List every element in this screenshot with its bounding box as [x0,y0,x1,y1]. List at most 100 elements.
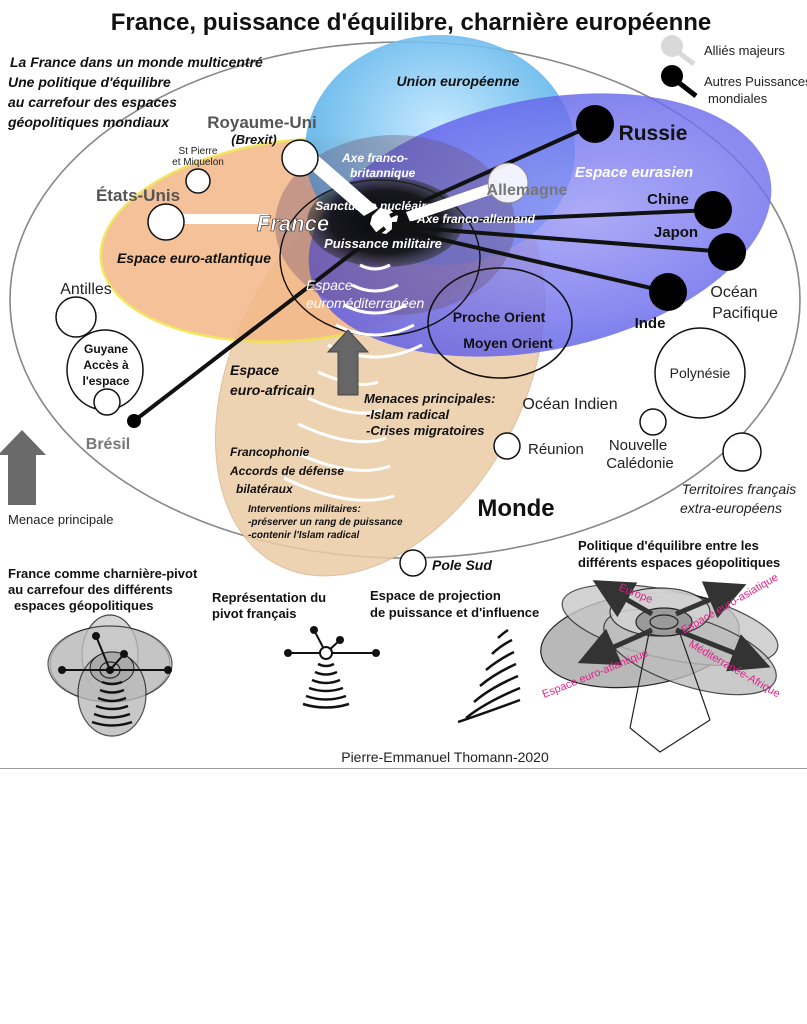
label-japan: Japon [654,224,698,241]
label-nuclear: Sanctuaire nucléaire [315,199,433,213]
intro-3: au carrefour des espaces [8,94,177,110]
label-monde: Monde [477,495,554,522]
label-axe-fb-1: Axe franco- [341,151,408,165]
china-dot [694,191,732,229]
legend-others-1: Autres Puissances [704,74,807,89]
label-guyane-2: Accès à [83,358,129,372]
bottom-proj-2: de puissance et d'influence [370,605,539,620]
reunion-circle [493,432,521,460]
bottom-pivot-3: espaces géopolitiques [14,598,153,613]
intro-2: Une politique d'équilibre [8,74,171,90]
label-guyane-3: l'espace [83,374,130,388]
label-polynesie: Polynésie [670,365,731,381]
intro-1: La France dans un monde multicentré [10,54,263,70]
uk-circle [281,139,319,177]
label-brexit: (Brexit) [231,132,277,147]
tie-usa [168,214,268,224]
label-military: Puissance militaire [324,236,442,251]
middle-east-circle [427,267,573,379]
spm-circle [185,168,211,194]
label-axe-fg: Axe franco-allemand [416,212,536,226]
label-euro-atlantic: Espace euro-atlantique [117,250,271,266]
tie-uk [300,152,378,216]
russia-dot [576,105,614,143]
label-tfe-2: extra-européens [680,500,782,516]
bottom-balance-2: différents espaces géopolitiques [578,555,780,570]
label-defense-1: Accords de défense [229,464,344,478]
legend-allies: Alliés majeurs [704,43,785,58]
label-interv-3: -contenir l'Islam radical [248,530,360,541]
label-eurasian: Espace eurasien [575,164,693,181]
legend-ally-icon [661,35,683,57]
label-guyane-1: Guyane [84,342,128,356]
japan-dot [708,233,746,271]
label-pole: Pole Sud [432,557,492,573]
antilles-circle [55,296,97,338]
label-antilles: Antilles [60,281,112,298]
label-ocean-pac-1: Océan [710,284,757,301]
bottom-pivot-2: au carrefour des différents [8,582,173,597]
label-defense-2: bilatéraux [236,482,294,496]
label-euro-african-2: euro-africain [230,382,315,398]
usa-circle [147,203,185,241]
label-middle-east-2: Moyen Orient [463,335,553,351]
diagram-frame: France, puissance d'équilibre, charnière… [0,9,807,769]
label-middle-east-1: Proche Orient [453,309,546,325]
label-brazil: Brésil [86,436,130,453]
tfe-circle [722,432,762,472]
label-interv-1: Interventions militaires: [248,504,361,515]
label-threats-2: -Islam radical [366,407,449,422]
brazil-dot [127,414,141,428]
germany-circle [487,162,529,204]
pivot-representation [284,626,380,709]
label-india: Inde [635,315,666,332]
bottom-repr-1: Représentation du [212,590,326,605]
pole-circle [399,549,427,577]
bottom-pivot-1: France comme charnière-pivot [8,566,198,581]
label-spm-1: St Pierre [179,146,218,157]
polynesie-circle [654,327,746,419]
balance-diagram: Europe Espace euro-asiatique Espace euro… [540,571,782,753]
label-spm-2: et Miquelon [172,157,224,168]
bottom-proj-1: Espace de projection [370,588,501,603]
label-axe-fb-2: britannique [350,166,416,180]
label-euro-med-1: Espace [306,277,353,293]
menace-principale-arrow [0,430,46,505]
guyane-inner [93,388,121,416]
india-dot [649,273,687,311]
label-france: France [257,211,329,236]
label-ocean-pac-2: Pacifique [712,305,778,322]
label-menace-principale: Menace principale [8,512,114,527]
projection-arcs [283,263,423,502]
diagram-svg: France, puissance d'équilibre, charnière… [0,9,807,765]
nc-circle [639,408,667,436]
label-threats-1: Menaces principales: [364,391,496,406]
label-china: Chine [647,191,689,208]
legend: Alliés majeurs Autres Puissances mondial… [661,35,807,106]
power-lines [132,122,728,423]
label-reunion: Réunion [528,441,584,458]
pivot-diagram [47,614,173,737]
projection-arcs-small [457,628,521,724]
label-russia: Russie [619,122,688,145]
intro-4: géopolitiques mondiaux [7,114,170,130]
label-francophonie: Francophonie [230,445,310,459]
label-nc-2: Calédonie [606,455,674,472]
tie-germany [406,184,493,222]
legend-power-icon [661,65,683,87]
label-threats-3: -Crises migratoires [366,423,485,438]
bottom-balance-1: Politique d'équilibre entre les [578,538,759,553]
label-usa: États-Unis [96,186,180,205]
label-interv-2: -préserver un rang de puissance [248,517,403,528]
label-eu: Union européenne [397,73,520,89]
label-uk: Royaume-Uni [207,113,317,132]
label-euro-med-2: euroméditerranéen [306,295,425,311]
legend-others-2: mondiales [708,91,768,106]
bottom-repr-2: pivot français [212,606,297,621]
credit: Pierre-Emmanuel Thomann-2020 [341,749,549,765]
label-nc-1: Nouvelle [609,437,667,454]
label-germany: Allemagne [487,182,568,199]
title: France, puissance d'équilibre, charnière… [111,9,712,36]
label-ocean-indien: Océan Indien [522,396,617,413]
label-tfe-1: Territoires français [682,481,797,497]
